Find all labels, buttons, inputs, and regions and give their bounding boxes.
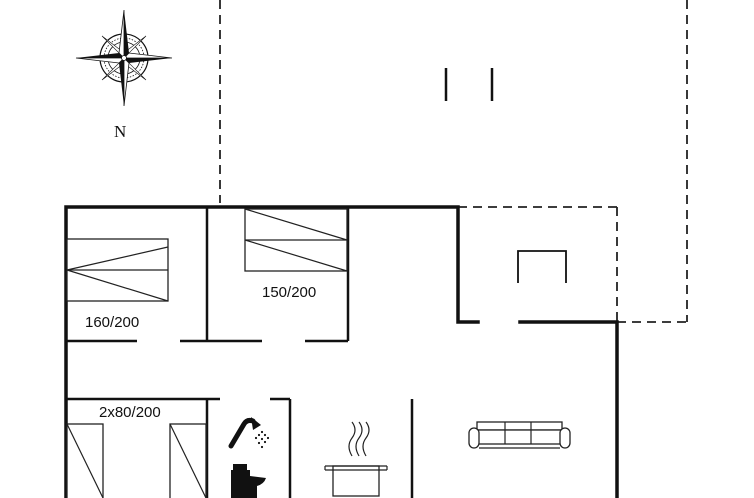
bed-label-2x80: 2x80/200 [99, 404, 161, 421]
toilet-icon [231, 464, 266, 498]
terrace-outline [219, 0, 688, 323]
interior-walls [66, 207, 414, 498]
sofa-icon [468, 421, 571, 449]
compass-rose-icon [75, 9, 173, 107]
compass-north-label: N [114, 122, 126, 141]
cooking-pot-icon [324, 421, 388, 497]
bed-single-1 [66, 423, 104, 498]
bed-single-2 [169, 423, 207, 498]
fireplace-icon [517, 250, 567, 283]
bed-label-150: 150/200 [262, 284, 316, 301]
exterior-walls [64, 205, 619, 498]
shower-icon [228, 417, 270, 449]
bed-double-1 [66, 238, 169, 302]
bed-label-160: 160/200 [85, 314, 139, 331]
terrace-posts [444, 68, 494, 101]
bed-double-2 [244, 208, 348, 272]
